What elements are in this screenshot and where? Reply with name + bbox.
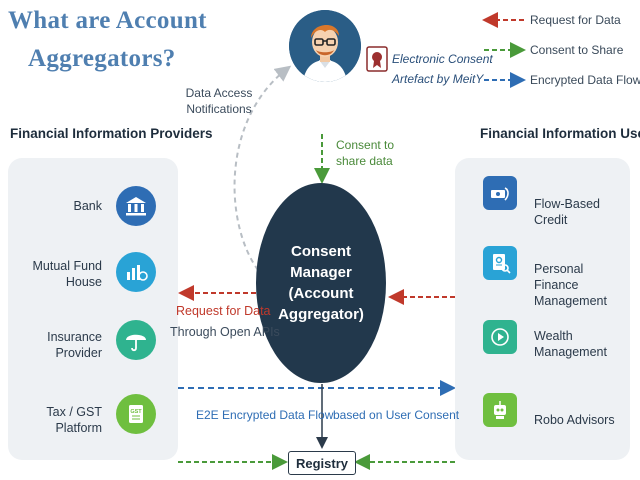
registry-box: Registry (288, 451, 356, 475)
certificate-icon (366, 46, 388, 72)
manager-line-1: Consent (291, 243, 351, 260)
provider-label-insurance: Insurance Provider (47, 330, 102, 360)
manager-line-3: (Account (288, 285, 354, 302)
user-label-personal-finance: Personal Finance Management (534, 262, 607, 308)
user-label-flow-credit: Flow-Based Credit (534, 197, 600, 227)
e2e-flow-label: E2E Encrypted Data Flow (196, 408, 334, 422)
umbrella-icon (116, 320, 156, 360)
consent-manager-node: Consent Manager (Account Aggregator) (256, 183, 386, 383)
gst-document-icon: GST (116, 394, 156, 434)
user-label-wealth: Wealth Management (534, 329, 607, 359)
provider-label-tax: Tax / GST Platform (46, 405, 102, 435)
notification-arrow (233, 65, 292, 271)
legend-encrypted: Encrypted Data Flow (484, 72, 640, 88)
users-heading: Financial Information Users (480, 126, 640, 141)
manager-line-4: Aggregator) (278, 306, 364, 323)
manager-line-2: Manager (290, 264, 352, 281)
user-label-robo: Robo Advisors (534, 413, 615, 427)
title-line-2: Aggregators? (28, 45, 176, 72)
consent-to-share-label: Consent to share data (336, 138, 395, 168)
consent-artefact-label: Electronic Consent Artefact by MeitY (392, 52, 493, 86)
chart-coin-icon (116, 252, 156, 292)
request-for-data-label: Request for Data (176, 304, 271, 318)
svg-text:GST: GST (130, 409, 142, 415)
data-access-notifications-label: Data Access Notifications (185, 86, 253, 116)
legend-request: Request for Data (484, 12, 621, 28)
legend-request-label: Request for Data (530, 13, 621, 27)
page-title: What are Account Aggregators? (8, 2, 248, 78)
user-avatar-icon (289, 10, 361, 82)
based-on-consent-label: based on User Consent (333, 408, 460, 422)
finance-report-icon (483, 246, 517, 280)
user-avatar (289, 10, 361, 82)
provider-label-bank: Bank (73, 199, 103, 213)
provider-label-mutual-fund: Mutual Fund House (32, 259, 102, 289)
play-icon (483, 320, 517, 354)
legend-encrypted-label: Encrypted Data Flow (530, 73, 640, 87)
robot-icon (483, 393, 517, 427)
title-line-1: What are Account (8, 7, 207, 34)
legend-consent-label: Consent to Share (530, 43, 624, 57)
legend-consent: Consent to Share (484, 42, 623, 58)
open-apis-label: Through Open APIs (170, 325, 280, 339)
bank-icon (116, 186, 156, 226)
providers-heading: Financial Information Providers (10, 126, 213, 141)
registry-label: Registry (295, 455, 349, 471)
money-flow-icon (483, 176, 517, 210)
